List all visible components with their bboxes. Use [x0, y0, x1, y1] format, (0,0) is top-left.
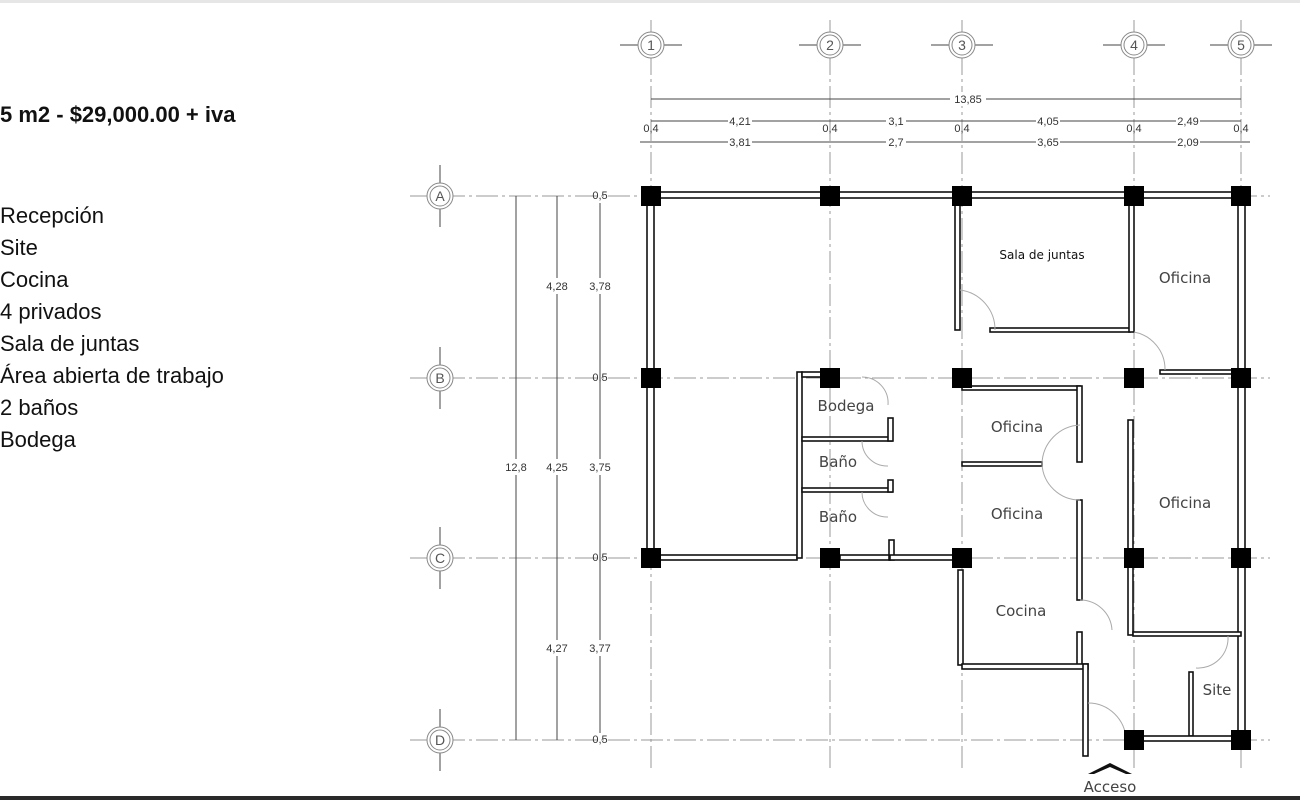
room-label-oficina: Oficina	[991, 505, 1043, 523]
amenities-list: Recepción Site Cocina 4 privados Sala de…	[0, 200, 224, 456]
dim-clear: 2,7	[888, 137, 903, 149]
dim-span: 4,21	[729, 116, 750, 128]
dim-span: 4,28	[546, 281, 567, 293]
svg-text:4: 4	[1130, 37, 1138, 53]
dim-clear: 3,75	[589, 462, 610, 474]
dim-span: 4,25	[546, 462, 567, 474]
axis-bubble-5: 5	[1210, 31, 1272, 59]
axis-bubble-d: D	[426, 709, 454, 771]
dim-column: 0,4	[822, 123, 837, 135]
top-dimensions: 13,85 4,21 3,1 4,05 2,49 0,4 0,4 0,4 0,4…	[640, 92, 1250, 149]
doors	[861, 289, 1229, 741]
structural-columns	[641, 186, 1251, 750]
amenity-item: 2 baños	[0, 395, 79, 420]
axis-bubble-a: A	[426, 165, 454, 227]
room-label-bano: Baño	[819, 453, 857, 471]
dim-clear: 3,65	[1037, 137, 1058, 149]
top-border	[0, 0, 1300, 3]
axis-bubble-2: 2	[799, 31, 861, 59]
amenity-item: Recepción	[0, 203, 104, 228]
dim-span: 2,49	[1177, 116, 1198, 128]
room-label-bano: Baño	[819, 508, 857, 526]
dim-column: 0,4	[1233, 123, 1248, 135]
room-label-oficina: Oficina	[1159, 494, 1211, 512]
room-labels: Sala de juntas Oficina Bodega Oficina Ba…	[818, 248, 1232, 699]
amenity-item: Sala de juntas	[0, 331, 140, 356]
price-title: 5 m2 - $29,000.00 + iva	[0, 102, 236, 127]
axis-bubble-c: C	[426, 527, 454, 589]
dim-total-width: 13,85	[954, 94, 982, 106]
amenity-item: Cocina	[0, 267, 69, 292]
dim-row: 0,5	[592, 552, 607, 564]
axis-bubble-4: 4	[1103, 31, 1165, 59]
svg-text:3: 3	[958, 37, 966, 53]
svg-text:A: A	[435, 188, 445, 204]
room-label-oficina: Oficina	[1159, 269, 1211, 287]
axis-bubble-1: 1	[620, 31, 682, 59]
dim-column: 0,4	[1126, 123, 1141, 135]
access-marker: Acceso	[1084, 763, 1137, 796]
amenity-item: 4 privados	[0, 299, 102, 324]
bottom-border	[0, 796, 1300, 800]
amenity-item: Bodega	[0, 427, 76, 452]
svg-text:B: B	[435, 370, 444, 386]
axis-bubble-3: 3	[931, 31, 993, 59]
amenity-item: Site	[0, 235, 38, 260]
svg-text:D: D	[435, 732, 445, 748]
dim-clear: 3,78	[589, 281, 610, 293]
svg-text:1: 1	[647, 37, 655, 53]
dim-span: 4,27	[546, 643, 567, 655]
column-axis-markers: 1 2 3 4 5	[620, 31, 1272, 59]
left-dimensions: 12,8 4,28 4,25 4,27 3,78 3,75 3,77 0,5 0…	[503, 190, 613, 746]
dim-clear: 2,09	[1177, 137, 1198, 149]
room-label-sala-de-juntas: Sala de juntas	[999, 248, 1084, 262]
dim-total-height: 12,8	[505, 462, 526, 474]
walls	[646, 191, 1246, 757]
dim-clear: 3,81	[729, 137, 750, 149]
svg-text:2: 2	[826, 37, 834, 53]
dim-span: 3,1	[888, 116, 903, 128]
access-label: Acceso	[1084, 778, 1137, 796]
dim-span: 4,05	[1037, 116, 1058, 128]
svg-text:C: C	[435, 550, 445, 566]
access-arrow-icon	[1088, 763, 1132, 774]
axis-bubble-b: B	[426, 347, 454, 409]
dim-column: 0,4	[643, 123, 658, 135]
dim-column: 0,4	[954, 123, 969, 135]
room-label-site: Site	[1203, 681, 1232, 699]
dim-row: 0,5	[592, 372, 607, 384]
room-label-cocina: Cocina	[996, 602, 1047, 620]
amenity-item: Área abierta de trabajo	[0, 363, 224, 388]
room-label-bodega: Bodega	[818, 397, 875, 415]
svg-text:5: 5	[1237, 37, 1245, 53]
room-label-oficina: Oficina	[991, 418, 1043, 436]
dim-row: 0,5	[592, 190, 607, 202]
dim-clear: 3,77	[589, 643, 610, 655]
dim-row: 0,5	[592, 734, 607, 746]
row-axis-markers: A B C D	[426, 165, 454, 771]
